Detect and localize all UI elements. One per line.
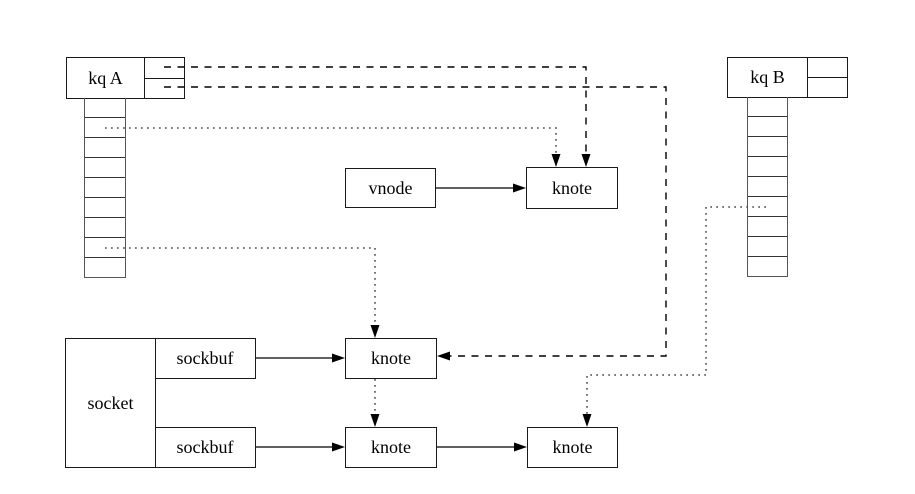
sockbuf-top-box: sockbuf — [155, 338, 256, 379]
slot-cell — [85, 257, 125, 277]
knote-socket-lower-box: knote — [345, 427, 437, 468]
knote-vnode-box: knote — [526, 167, 618, 209]
slot-cell — [85, 237, 125, 257]
kq-a-pointer-cells — [144, 57, 185, 99]
slot-cell — [748, 136, 787, 156]
edge-kqb-slot6-to-knote-right — [586, 206, 766, 414]
arrowhead-kqa-slot8-to-knote-socket — [370, 325, 380, 338]
slot-cell — [748, 216, 787, 236]
edge-kqa-slot2-to-knote-vnode — [105, 127, 557, 154]
edge-kqa-ptr2-to-knote-socket — [164, 86, 667, 357]
knote-label: knote — [552, 437, 593, 457]
knote-label: knote — [371, 437, 411, 457]
knote-label: knote — [371, 348, 411, 368]
slot-cell — [807, 77, 847, 97]
arrowhead-sockbuf-top-to-knote — [332, 353, 345, 363]
arrowhead-knote-lower-to-knote-right — [514, 442, 527, 452]
edge-kqa-slot8-to-knote-socket — [105, 247, 376, 325]
kq-a-slot-array — [84, 98, 126, 278]
socket-label: socket — [87, 392, 134, 413]
sockbuf-bottom-box: sockbuf — [155, 427, 256, 468]
sockbuf-label: sockbuf — [176, 348, 234, 368]
sockbuf-label: sockbuf — [176, 437, 234, 457]
arrowhead-vnode-to-knote — [513, 183, 526, 193]
edge-kqa-ptr1-to-knote-vnode — [164, 66, 587, 154]
arrowhead-kqa-ptr2-to-knote-socket — [437, 351, 450, 361]
socket-box: socket — [65, 338, 156, 468]
slot-cell — [807, 58, 847, 77]
arrowhead-kqb-slot6-to-knote-right — [582, 414, 592, 427]
knote-label: knote — [552, 177, 592, 198]
slot-cell — [85, 98, 125, 117]
kq-a-label: kq A — [88, 67, 123, 88]
vnode-label: vnode — [368, 177, 413, 198]
kq-b-pointer-cells — [807, 57, 848, 98]
slot-cell — [748, 176, 787, 196]
kq-b-label: kq B — [750, 67, 785, 87]
knote-socket-right-box: knote — [527, 427, 618, 468]
arrowhead-knote-upper-to-knote-lower — [370, 414, 380, 427]
slot-cell — [748, 256, 787, 276]
arrowhead-kqa-ptr1-to-knote-vnode — [581, 154, 591, 167]
slot-cell — [85, 177, 125, 197]
slot-cell — [85, 157, 125, 177]
knote-socket-upper-box: knote — [345, 338, 437, 379]
arrowhead-sockbuf-bottom-to-knote — [332, 442, 345, 452]
slot-cell — [144, 77, 184, 99]
slot-cell — [144, 58, 184, 78]
slot-cell — [748, 156, 787, 176]
arrowhead-kqa-slot2-to-knote-vnode — [551, 154, 561, 167]
slot-cell — [748, 116, 787, 136]
slot-cell — [748, 97, 787, 116]
slot-cell — [85, 137, 125, 157]
slot-cell — [748, 196, 787, 216]
kq-b-box: kq B — [727, 57, 808, 98]
vnode-box: vnode — [345, 168, 436, 208]
kq-a-box: kq A — [66, 57, 145, 99]
slot-cell — [85, 217, 125, 237]
slot-cell — [85, 117, 125, 137]
slot-cell — [748, 236, 787, 256]
slot-cell — [85, 197, 125, 217]
kq-b-slot-array — [747, 97, 788, 277]
